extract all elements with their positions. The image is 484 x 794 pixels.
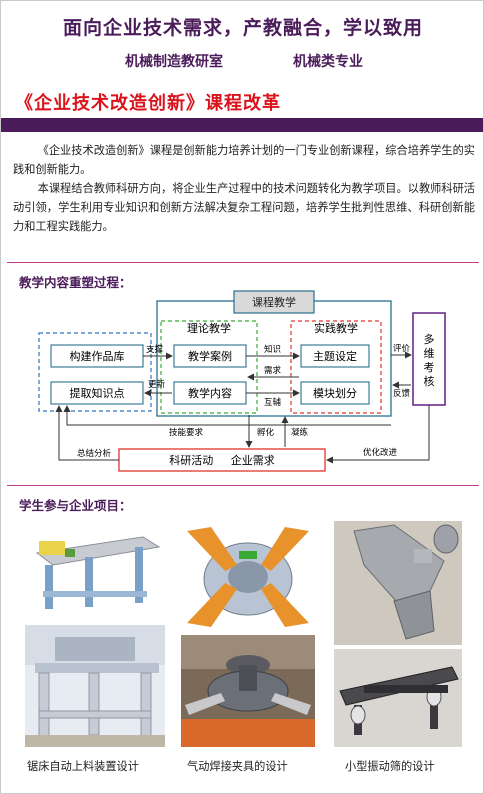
assess-char-4: 核: [424, 374, 435, 388]
practice-group: [290, 320, 382, 414]
feedback-label: 反馈: [393, 388, 411, 399]
topic-label: 主题设定: [313, 349, 357, 363]
course-box: [233, 290, 315, 314]
demand-label: 需求: [264, 365, 282, 376]
assess-char-2: 维: [424, 347, 435, 360]
build-lib-label: 构建作品库: [70, 349, 125, 363]
purple-band: [1, 118, 483, 132]
fixture-cad-image: [181, 523, 315, 631]
caption-screen: 小型振动筛的设计: [345, 760, 435, 773]
poster-title: 面向企业技术需求，产教融合，学以致用: [62, 17, 423, 39]
theory-group: [160, 320, 258, 414]
research-label: 科研活动 企业需求: [169, 453, 274, 467]
evaluate-label: 评价: [393, 344, 411, 354]
knowledge-label: 知识: [264, 344, 281, 355]
theory-label: 理论教学: [187, 321, 231, 335]
saw-frame-photo: [25, 625, 165, 747]
module-box: [300, 381, 370, 405]
content-label: 教学内容: [188, 386, 232, 400]
separator-line: [7, 485, 479, 486]
section-title-process: 教学内容重塑过程：: [19, 275, 132, 290]
optimize-label: 优化改进: [363, 447, 398, 458]
course-box-label: 课程教学: [252, 295, 296, 309]
update-label: 更新: [148, 379, 166, 390]
assess-box: [412, 312, 446, 406]
support-label: 支撑: [146, 344, 164, 355]
skills-label: 技能要求: [169, 427, 204, 438]
case-label: 教学案例: [188, 349, 232, 363]
section-title-projects: 学生参与企业项目：: [19, 498, 132, 513]
fixture-photo: [181, 635, 315, 747]
intro-text: 《企业技术改造创新》课程是创新能力培养计划的一门专业创新课程，综合培养学生的实践…: [13, 141, 475, 236]
major-label: 机械类专业: [293, 54, 363, 70]
screen-cad-image: [334, 521, 462, 645]
module-label: 模块划分: [313, 387, 357, 400]
flow-diagram: 课程教学 构建作品库 提取知识点 理论教学 教学案例 教学内容 实践教学 主题设…: [38, 290, 446, 472]
screen-photo: [334, 649, 462, 747]
intro-paragraph-2: 本课程结合教师科研方向，将企业生产过程中的技术问题转化为教学项目。以教师科研活动…: [13, 182, 475, 233]
intro-paragraph-1: 《企业技术改造创新》课程是创新能力培养计划的一门专业创新课程，综合培养学生的实践…: [13, 144, 475, 176]
department-label: 机械制造教研室: [125, 54, 223, 70]
caption-fixture: 气动焊接夹具的设计: [187, 760, 288, 773]
caption-saw: 锯床自动上料装置设计: [27, 760, 139, 773]
topic-box: [300, 344, 370, 368]
left-group: [38, 332, 152, 412]
extract-label: 提取知识点: [70, 386, 125, 400]
incubate-label: 孵化: [257, 427, 275, 438]
extract-box: [50, 381, 144, 405]
practice-label: 实践教学: [314, 321, 358, 335]
cohere-label: 凝练: [291, 427, 309, 438]
summary-label: 总结分析: [77, 448, 112, 459]
course-title: 《企业技术改造创新》课程改革: [15, 93, 281, 114]
saw-cad-image: [25, 523, 165, 621]
separator-line: [7, 262, 479, 263]
mutual-label: 互辅: [264, 397, 282, 408]
assess-char-1: 多: [424, 332, 435, 346]
assess-char-3: 考: [424, 361, 435, 374]
